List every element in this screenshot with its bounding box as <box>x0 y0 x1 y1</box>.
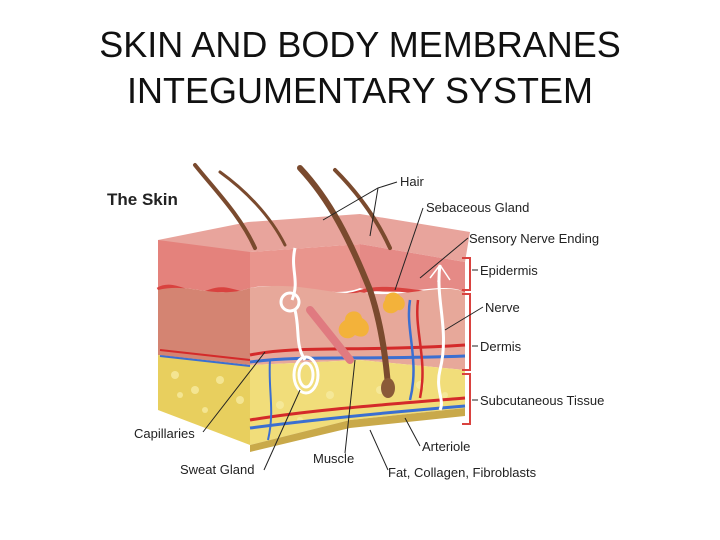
vein-deep <box>249 404 466 430</box>
fat-cells <box>171 371 448 423</box>
skin-base <box>250 408 465 452</box>
vein-vertical-left <box>267 359 273 441</box>
vein-vertical <box>407 299 415 401</box>
subcutaneous-front <box>158 355 250 445</box>
title-line-1: SKIN AND BODY MEMBRANES <box>99 24 621 65</box>
hair-bulb <box>381 378 395 398</box>
label-nerve: Nerve <box>485 300 520 315</box>
label-muscle: Muscle <box>313 451 354 466</box>
layer-brackets <box>462 257 471 425</box>
sensory-nerve-ending <box>429 264 451 283</box>
label-epidermis: Epidermis <box>480 263 538 278</box>
label-dermis: Dermis <box>480 339 522 354</box>
label-arteriole: Arteriole <box>422 439 470 454</box>
hair-shafts <box>193 163 392 388</box>
label-fat-collagen-fibroblasts: Fat, Collagen, Fibroblasts <box>388 465 537 480</box>
label-hair: Hair <box>400 174 425 189</box>
vein-dermal <box>249 354 466 364</box>
sebaceous-gland <box>338 292 405 339</box>
sweat-gland <box>279 247 320 395</box>
skin-surface <box>158 214 470 270</box>
artery-front <box>159 349 251 361</box>
artery-vertical <box>416 299 424 399</box>
leader-lines <box>202 181 484 471</box>
label-subcutaneous-tissue: Subcutaneous Tissue <box>480 393 604 408</box>
arrector-muscle <box>306 306 354 364</box>
diagram-heading: The Skin <box>107 190 178 209</box>
subcutaneous-side <box>250 360 465 445</box>
epidermis-side <box>250 244 360 292</box>
artery-deep <box>249 396 466 422</box>
nerve-fiber <box>437 264 446 411</box>
title-line-2: INTEGUMENTARY SYSTEM <box>126 70 594 111</box>
label-sebaceous-gland: Sebaceous Gland <box>426 200 529 215</box>
vein-front <box>159 355 251 367</box>
slide-title: SKIN AND BODY MEMBRANES INTEGUMENTARY SY… <box>0 22 720 114</box>
label-sensory-nerve-ending: Sensory Nerve Ending <box>469 231 599 246</box>
label-sweat-gland: Sweat Gland <box>180 462 254 477</box>
label-capillaries: Capillaries <box>134 426 195 441</box>
epidermis-front <box>158 240 250 293</box>
dermis-front <box>158 287 250 365</box>
skin-cross-section <box>156 163 470 452</box>
